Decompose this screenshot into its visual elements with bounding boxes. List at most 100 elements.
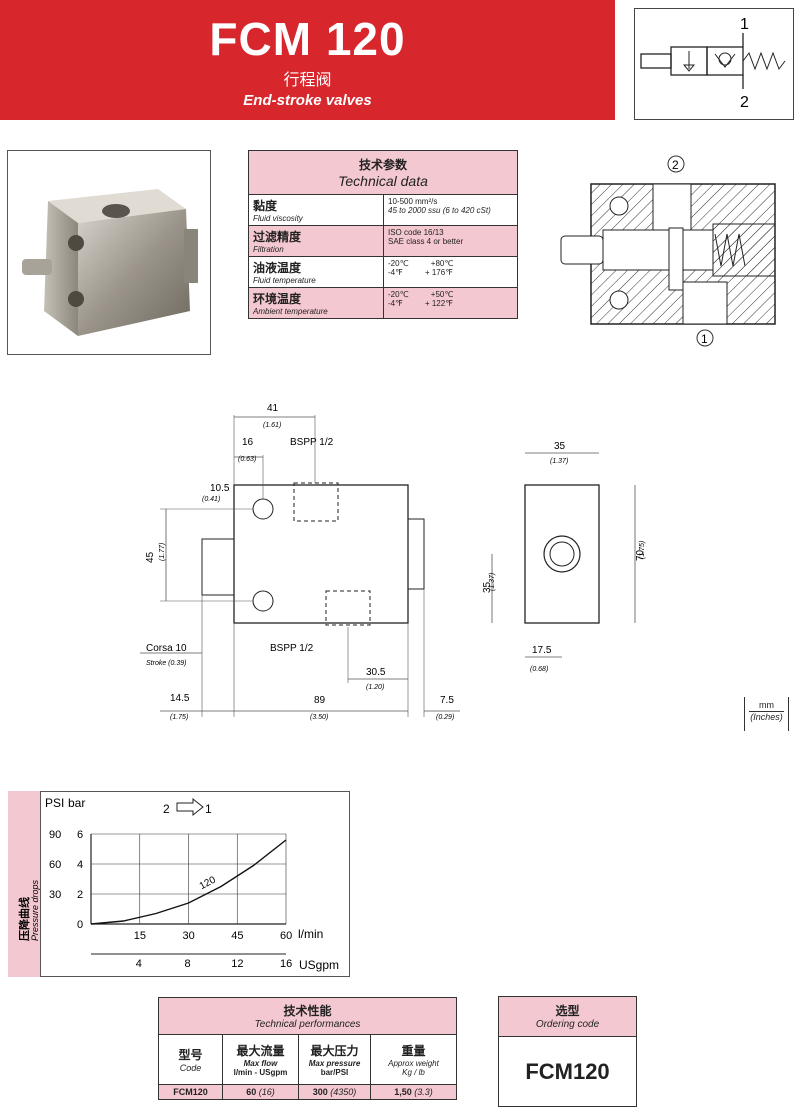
dim-45: 45 bbox=[145, 551, 156, 563]
ordering-title-cn: 选型 bbox=[555, 1004, 580, 1018]
ordering-code-box: 选型 Ordering code FCM120 bbox=[498, 996, 637, 1107]
y-tick-label-psi: 60 bbox=[49, 859, 61, 871]
x-tick-label: 15 bbox=[134, 930, 146, 942]
col-weight-cn: 重量 bbox=[401, 1044, 426, 1058]
dim-bspp-bot: BSPP 1/2 bbox=[270, 643, 314, 654]
section-port-1-label: 1 bbox=[701, 332, 708, 346]
row-label-cn: 过滤精度 bbox=[253, 230, 302, 244]
graph-side-cn: 压降曲线 bbox=[17, 897, 31, 941]
row-label-en: Fluid viscosity bbox=[253, 214, 303, 223]
tech-data-title-en: Technical data bbox=[338, 173, 428, 189]
cell-pressure-psi: (4350) bbox=[330, 1087, 357, 1097]
dim-14-5-inch: (1.75) bbox=[170, 714, 188, 721]
y-tick-label-bar: 6 bbox=[77, 829, 83, 841]
row-value: ISO code 16/13 bbox=[388, 228, 444, 237]
y-tick-label-psi: 90 bbox=[49, 829, 61, 841]
dim-17-5-inch: (0.68) bbox=[530, 666, 548, 673]
col-pressure-cn: 最大压力 bbox=[310, 1044, 359, 1058]
flow-direction-icon bbox=[176, 797, 204, 817]
pressure-drop-chart: PSI bar 2 1 l/min USgpm 1543084512601602… bbox=[45, 796, 339, 972]
row-label-cn: 环境温度 bbox=[253, 292, 302, 306]
dim-bspp-top: BSPP 1/2 bbox=[290, 437, 334, 448]
dim-70: 70 bbox=[635, 549, 646, 561]
dim-7-5: 7.5 bbox=[440, 695, 454, 706]
dim-89: 89 bbox=[314, 695, 326, 706]
psi-label: PSI bbox=[45, 796, 64, 810]
cell-weight: 1,50 (3.3) bbox=[370, 1084, 457, 1100]
col-code-cn: 型号 bbox=[178, 1048, 203, 1062]
tech-data-header: 技术参数 Technical data bbox=[248, 150, 518, 195]
graph-side-en: Pressure drops bbox=[30, 879, 40, 941]
dim-35: 35 bbox=[554, 441, 566, 452]
x2-tick-label: 16 bbox=[280, 958, 292, 970]
x-tick-label: 30 bbox=[183, 930, 195, 942]
dim-16-inch: (0.63) bbox=[238, 456, 256, 463]
cell-code: FCM120 bbox=[158, 1084, 223, 1100]
tech-data-title-cn: 技术参数 bbox=[358, 158, 407, 172]
symbol-port-1: 1 bbox=[740, 16, 749, 33]
dim-17-5: 17.5 bbox=[532, 645, 552, 656]
series-line-120 bbox=[90, 839, 287, 925]
page-title: FCM 120 bbox=[209, 13, 406, 65]
port-1-marker bbox=[696, 329, 714, 347]
x-tick-label: 60 bbox=[280, 930, 292, 942]
row-value: -20℃ +80℃ bbox=[388, 259, 454, 268]
dim-35-inch: (1.37) bbox=[550, 458, 568, 465]
dim-16: 16 bbox=[242, 437, 254, 448]
valve-symbol-icon: 1 2 bbox=[640, 16, 786, 111]
dim-30-5-inch: (1.20) bbox=[366, 684, 384, 691]
performance-title-cn: 技术性能 bbox=[283, 1004, 332, 1018]
y-tick-label-psi: 30 bbox=[49, 889, 61, 901]
col-flow-cn: 最大流量 bbox=[236, 1044, 285, 1058]
col-code-en: Code bbox=[179, 1063, 202, 1073]
ordering-header: 选型 Ordering code bbox=[499, 997, 636, 1037]
dim-14-5: 14.5 bbox=[170, 693, 190, 704]
row-label-en: Fluid temperature bbox=[253, 276, 316, 285]
dimension-drawing: 41 (1.61) 16 (0.63) BSPP 1/2 10.5 (0.41)… bbox=[140, 403, 646, 721]
row-label-en: Filtration bbox=[253, 245, 284, 254]
sidebar-text: 压降曲线 Pressure drops bbox=[17, 879, 40, 941]
flow-to-label: 1 bbox=[205, 802, 212, 816]
cell-pressure-value: 300 bbox=[312, 1087, 328, 1097]
row-value-alt: 45 to 2000 ssu (6 to 420 cSt) bbox=[388, 206, 491, 215]
section-port-2-label: 2 bbox=[672, 158, 679, 172]
unit-inches: (Inches) bbox=[749, 711, 784, 722]
dim-corsa: Corsa 10 bbox=[146, 643, 187, 654]
chart-grid bbox=[90, 833, 287, 955]
row-value-alt: -4℉ + 176℉ bbox=[388, 268, 453, 277]
dim-41: 41 bbox=[267, 403, 279, 414]
origin-label: 0 bbox=[77, 919, 83, 931]
x2-tick-label: 12 bbox=[231, 958, 243, 970]
x-tick-label: 45 bbox=[231, 930, 243, 942]
cell-pressure: 300 (4350) bbox=[298, 1084, 371, 1100]
cell-flow: 60 (16) bbox=[222, 1084, 299, 1100]
row-label-en: Ambient temperature bbox=[253, 307, 328, 316]
col-weight-en: Approx weight bbox=[388, 1059, 439, 1068]
cell-weight-lb: (3.3) bbox=[414, 1087, 433, 1097]
bar-label: bar bbox=[68, 796, 85, 810]
y-tick-label-bar: 2 bbox=[77, 889, 83, 901]
y-tick-label-bar: 4 bbox=[77, 859, 83, 871]
port-2-marker bbox=[667, 155, 685, 173]
dim-stroke: Stroke (0.39) bbox=[146, 660, 186, 667]
row-value-alt: -4℉ + 122℉ bbox=[388, 299, 453, 308]
row-value: -20℃ +50℃ bbox=[388, 290, 454, 299]
product-photo bbox=[7, 150, 211, 355]
row-value-alt: SAE class 4 or better bbox=[388, 237, 464, 246]
ordering-title-en: Ordering code bbox=[535, 1019, 600, 1030]
table-row: FCM120 60 (16) 300 (4350) 1,50 (3.3) bbox=[158, 1084, 457, 1100]
valve-photo-image bbox=[22, 189, 198, 336]
unit-legend: mm (Inches) bbox=[744, 697, 789, 731]
page-title-cn: 行程阀 bbox=[283, 72, 332, 89]
performance-title-en: Technical performances bbox=[254, 1019, 361, 1030]
col-pressure-en: Max pressure bbox=[308, 1059, 361, 1068]
dim-7-5-inch: (0.29) bbox=[436, 714, 454, 721]
flow-from-label: 2 bbox=[163, 802, 170, 816]
symbol-port-2: 2 bbox=[740, 94, 749, 111]
